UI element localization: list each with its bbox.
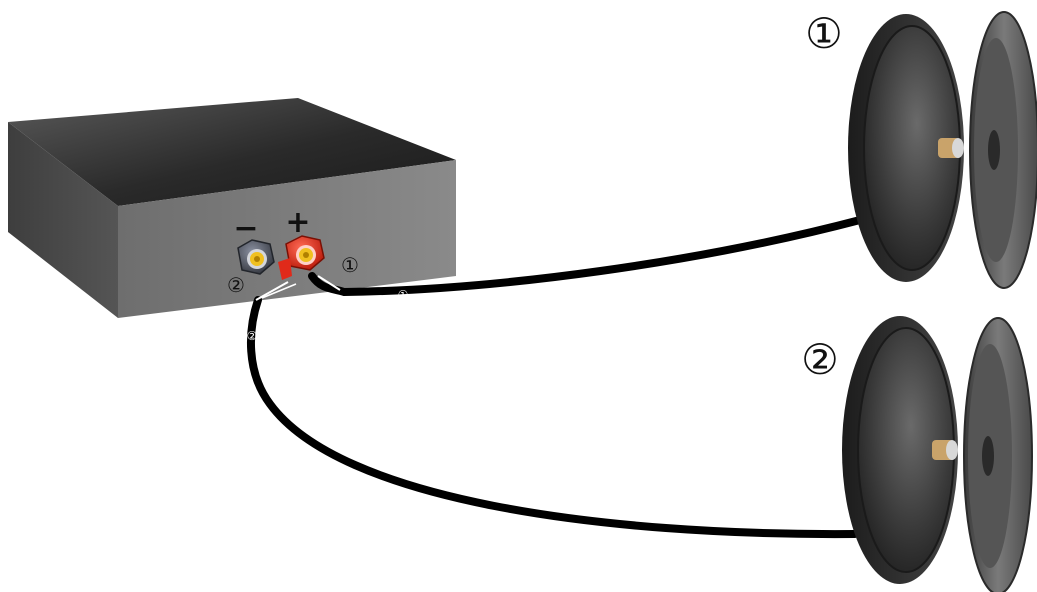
amplifier-front (118, 160, 456, 318)
amplifier-top (8, 98, 456, 206)
plus-lead-insulation (278, 258, 292, 280)
terminal-minus-number: ② (227, 273, 245, 297)
binding-post-minus (237, 239, 275, 275)
cable-2-tag: ② (247, 329, 258, 343)
terminal-plus-number: ① (341, 253, 359, 277)
speaker-cable-1 (308, 216, 864, 297)
binding-post-plus (278, 235, 325, 280)
amplifier-left-side (8, 122, 118, 318)
speaker-2-label: ② (801, 335, 839, 384)
plus-sign: + (285, 205, 310, 240)
speaker-1 (848, 11, 1037, 289)
speaker-cable-2 (247, 296, 859, 539)
speaker-1-label: ① (805, 9, 843, 58)
cable-2-lead-white (255, 281, 289, 301)
speaker-2 (842, 316, 1033, 592)
cable-1-lead-white (317, 275, 341, 291)
cable-2-lead-white-b (261, 283, 297, 299)
cable-1-tag: ① (398, 288, 409, 302)
amplifier-box (8, 98, 456, 318)
cables: ① ② (247, 216, 864, 539)
